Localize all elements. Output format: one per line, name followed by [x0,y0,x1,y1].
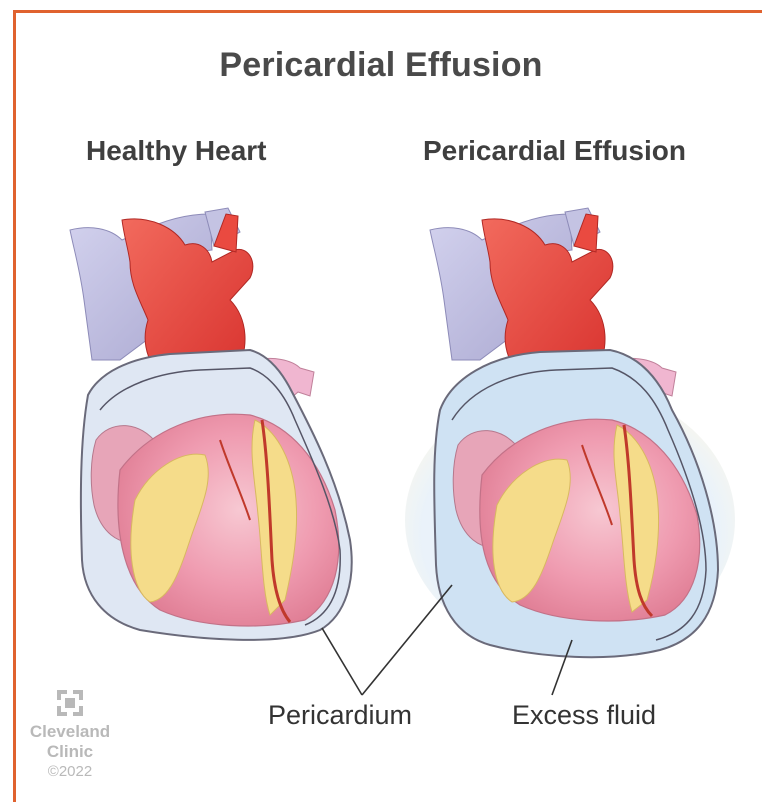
logo-line-1: Cleveland [20,722,120,742]
effusion-heart-drawing [405,208,735,657]
logo-line-2: Clinic [20,742,120,762]
cleveland-clinic-logo-icon [55,688,85,718]
cleveland-clinic-logo: Cleveland Clinic ©2022 [20,688,120,782]
copyright-text: ©2022 [20,762,120,782]
excess-fluid-label: Excess fluid [512,700,656,731]
healthy-heart-drawing [70,208,352,640]
pericardium-leader-left [322,628,362,695]
pericardium-leader-right [362,585,452,695]
pericardium-label: Pericardium [268,700,412,731]
